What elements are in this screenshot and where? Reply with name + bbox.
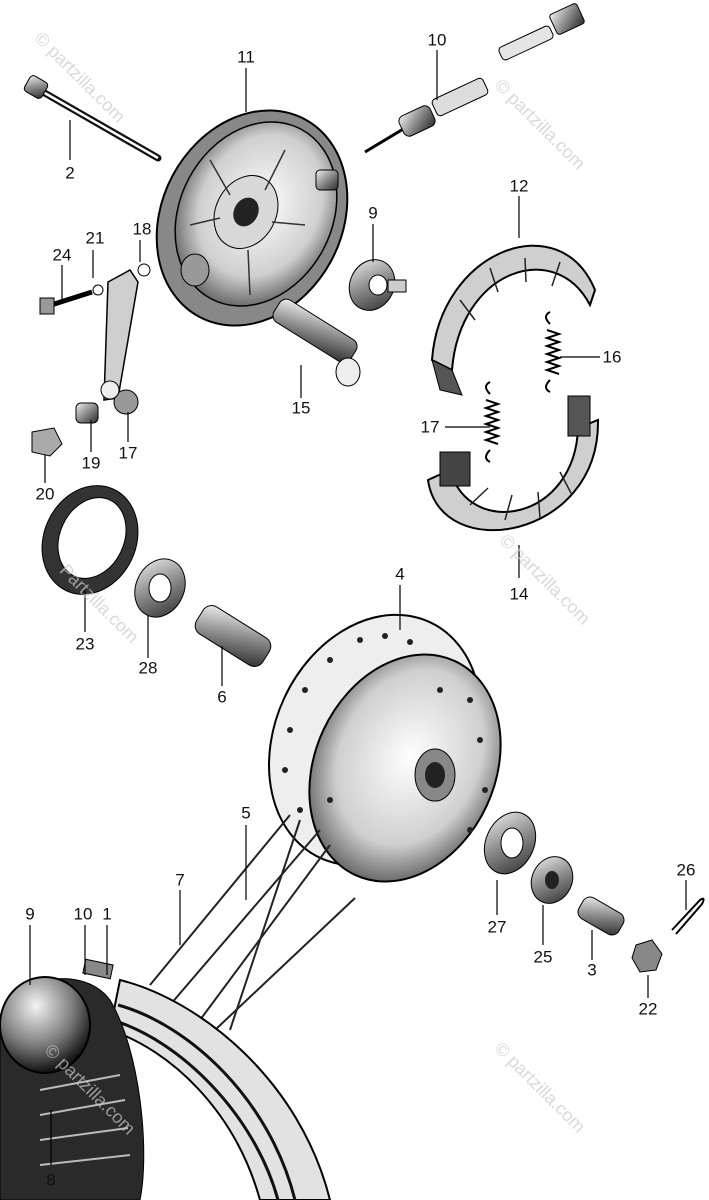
brake-arm-drawing (39, 263, 151, 415)
spokes-drawing (149, 814, 356, 1031)
callout-label: 20 (35, 484, 55, 504)
callout-label: 8 (46, 1170, 56, 1190)
callout-label: 11 (237, 47, 255, 67)
hub-drawing (268, 613, 502, 883)
brake-shoes-drawing (426, 244, 600, 532)
small-nuts-drawing (31, 402, 99, 457)
callout-label: 24 (52, 245, 72, 265)
speedometer-gear-drawing (348, 259, 407, 311)
axle-drawing (23, 75, 162, 162)
callout-label: 19 (81, 453, 101, 473)
callout-label: 17 (420, 417, 440, 437)
callout-label: 23 (75, 634, 95, 654)
callout-label: 14 (509, 584, 529, 604)
callout-label: 12 (509, 176, 529, 196)
springs-drawing (482, 311, 563, 463)
callout-label: 27 (487, 917, 507, 937)
collar-drawing (577, 896, 625, 936)
callout-label: 18 (132, 219, 152, 239)
callout-label: 6 (217, 687, 227, 707)
callout-label: 22 (638, 999, 658, 1019)
callout-label: 4 (395, 564, 405, 584)
callout-label: 5 (241, 803, 251, 823)
bearing-left-drawing (134, 558, 186, 618)
callout-label: 16 (602, 347, 622, 367)
callout-label: 1 (102, 904, 112, 924)
callout-label: 2 (65, 163, 75, 183)
oil-seal-drawing (41, 485, 139, 595)
callout-label: 26 (676, 860, 696, 880)
callout-label: 10 (427, 30, 447, 50)
distance-collar-drawing (194, 605, 272, 667)
callout-label: 15 (291, 398, 311, 418)
tire-rim-drawing (0, 958, 332, 1200)
leader-lines (29, 50, 687, 1165)
callout-label: 7 (175, 870, 185, 890)
cotter-pin-drawing (671, 897, 705, 935)
brake-cam-drawing (272, 298, 361, 387)
callout-label: 25 (533, 947, 553, 967)
callout-label: 21 (85, 228, 105, 248)
retainer-drawing (530, 856, 574, 904)
callout-label: 28 (138, 658, 158, 678)
callout-label: 9 (368, 203, 378, 223)
callout-label: 3 (587, 960, 597, 980)
callout-label: 10 (73, 904, 93, 924)
callout-label: 9 (25, 904, 35, 924)
speedometer-cable-drawing (364, 3, 585, 154)
axle-nut-drawing (631, 939, 663, 973)
bearing-right-drawing (483, 811, 537, 875)
callout-label: 17 (118, 443, 138, 463)
brake-panel-drawing (155, 109, 349, 327)
